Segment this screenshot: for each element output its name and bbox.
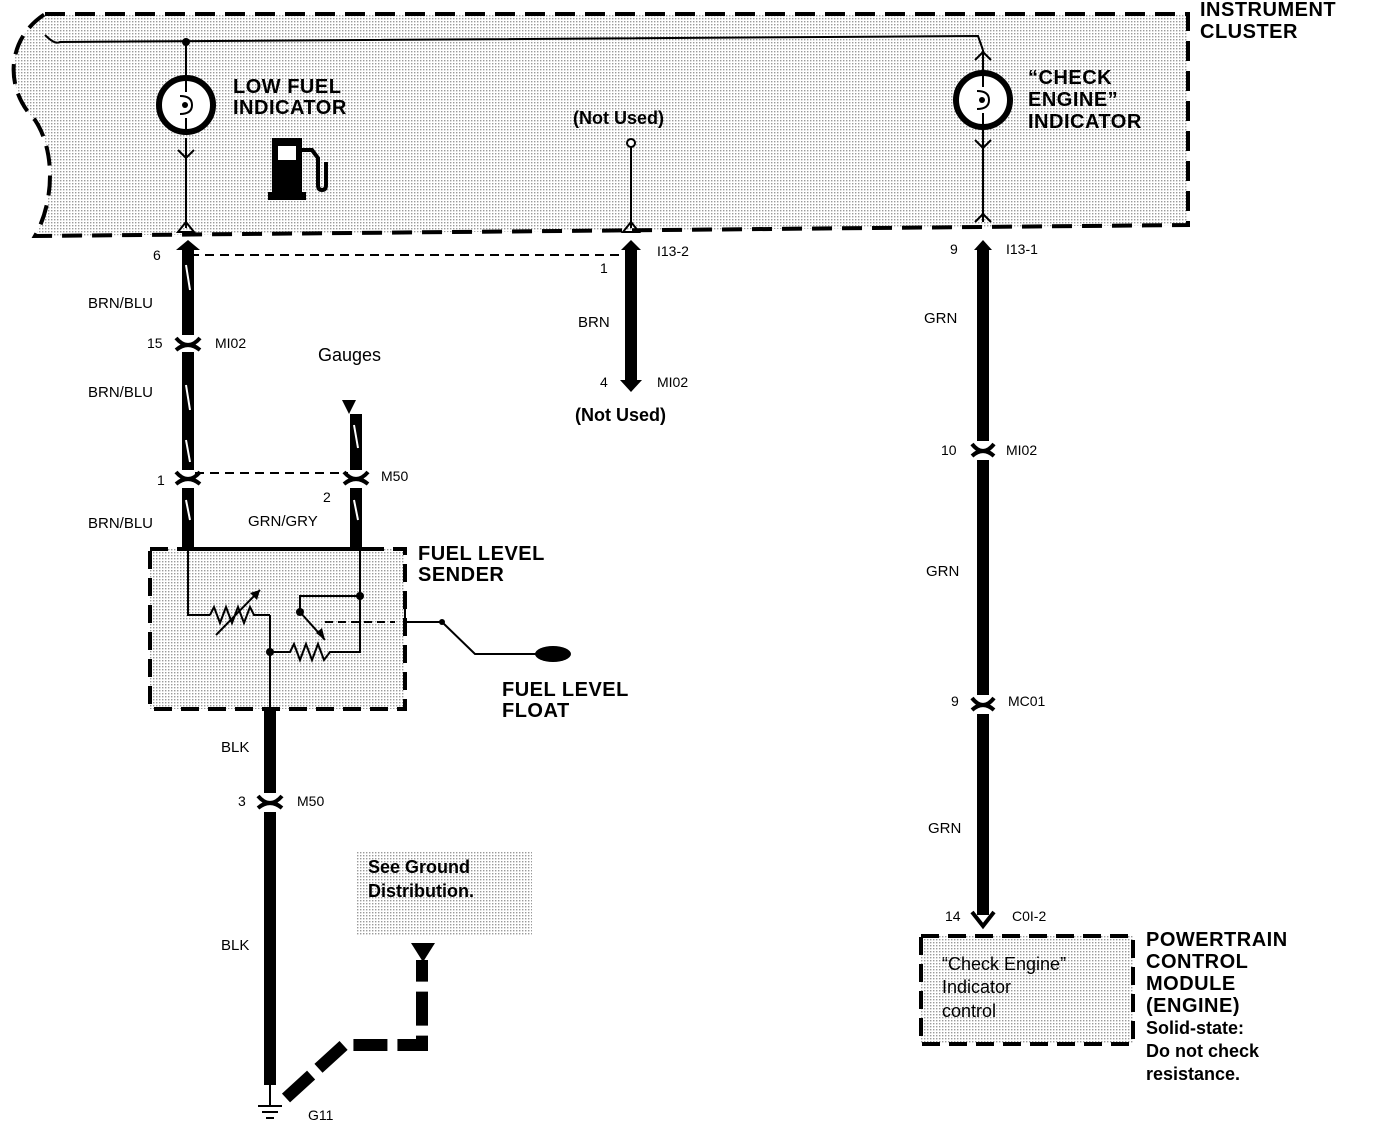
not-used-circuit	[620, 240, 642, 392]
ground-circuit: See Ground Distribution.	[256, 709, 532, 1119]
ground-symbol-icon	[258, 1085, 282, 1119]
check-engine-label-1: “CHECK	[1028, 67, 1112, 89]
connector-label: MI02	[215, 335, 246, 351]
wire-color-label: BRN/BLU	[88, 384, 153, 401]
pcm-inner-line2: Indicator	[942, 977, 1011, 997]
fuel-pump-icon	[268, 138, 328, 200]
wire-color-label: GRN	[926, 563, 959, 580]
connector-label: MC01	[1008, 693, 1046, 709]
connector-label: I13-1	[1006, 241, 1038, 257]
wire-color-label: GRN	[928, 820, 961, 837]
bulb-icon	[156, 75, 216, 135]
pin-label: 2	[323, 489, 331, 505]
pcm-title-3: MODULE	[1146, 973, 1236, 995]
check-engine-label-3: INDICATOR	[1028, 111, 1142, 133]
connector-labels: 6 1 I13-2 9 I13-1 15 MI02 4 MI02 (Not Us…	[147, 241, 1046, 1123]
pin-label: 3	[238, 793, 246, 809]
pcm-title-1: POWERTRAIN	[1146, 929, 1288, 951]
gauges-label: Gauges	[318, 345, 381, 365]
fuel-sender-title-1: FUEL LEVEL	[418, 543, 545, 565]
variable-resistor-icon	[209, 589, 270, 636]
pin-label: 15	[147, 335, 163, 351]
pcm-note-1: Solid-state:	[1146, 1018, 1244, 1038]
wire-color-label: BLK	[221, 739, 249, 756]
pin-label: 9	[950, 241, 958, 257]
connector-label: MI02	[657, 374, 688, 390]
ground-note-line1: See Ground	[368, 857, 470, 877]
instrument-cluster-outline	[11, 12, 1190, 239]
connector-label: MI02	[1006, 442, 1037, 458]
pin-label: 1	[600, 260, 608, 276]
fuel-sender-box	[148, 547, 407, 711]
fuel-level-sender: FUEL LEVEL SENDER FUEL LEVEL FLOAT	[148, 543, 629, 722]
pin-label: 9	[951, 693, 959, 709]
wire-color-label: BRN/BLU	[88, 515, 153, 532]
check-engine-circuit	[970, 240, 996, 930]
fuel-float-title-2: FLOAT	[502, 700, 570, 722]
pcm-inner-line1: “Check Engine”	[942, 954, 1066, 974]
fuel-float-title-1: FUEL LEVEL	[502, 679, 629, 701]
instrument-cluster-title-1: INSTRUMENT	[1200, 0, 1336, 21]
ground-note-box	[356, 852, 532, 936]
pcm-box	[919, 934, 1135, 1046]
pcm-title-2: CONTROL	[1146, 951, 1248, 973]
connector-label: M50	[381, 468, 408, 484]
pin-label: 4	[600, 374, 608, 390]
wire-color-label: BRN/BLU	[88, 295, 153, 312]
pin-label: 6	[153, 247, 161, 263]
pcm-inner-line3: control	[942, 1001, 996, 1021]
connector-label: C0I-2	[1012, 908, 1046, 924]
pcm-title-4: (ENGINE)	[1146, 995, 1240, 1017]
connector-label: M50	[297, 793, 324, 809]
pcm-note-2: Do not check	[1146, 1041, 1260, 1061]
wire-labels: BRN/BLU BRN/BLU BRN/BLU GRN/GRY BRN GRN …	[88, 295, 961, 954]
instrument-cluster: INSTRUMENT CLUSTER LOW FUEL INDICATOR (N…	[11, 0, 1336, 239]
wire-color-label: GRN	[924, 310, 957, 327]
wire-color-label: GRN/GRY	[248, 513, 318, 530]
pin-label: 14	[945, 908, 961, 924]
cluster-internal-bus	[44, 34, 984, 51]
ground-label: G11	[308, 1107, 334, 1123]
low-fuel-label-1: LOW FUEL	[233, 76, 341, 98]
wire-color-label: BRN	[578, 314, 610, 331]
pin-label: 1	[157, 472, 165, 488]
wire-color-label: BLK	[221, 937, 249, 954]
connector-label: I13-2	[657, 243, 689, 259]
not-used-bottom-label: (Not Used)	[575, 405, 666, 425]
powertrain-control-module: “Check Engine” Indicator control POWERTR…	[919, 929, 1288, 1084]
check-engine-label-2: ENGINE”	[1028, 89, 1118, 111]
instrument-cluster-title-2: CLUSTER	[1200, 21, 1298, 43]
fuel-circuit	[174, 240, 627, 550]
fuel-sender-title-2: SENDER	[418, 564, 504, 586]
pin-label: 10	[941, 442, 957, 458]
low-fuel-label-2: INDICATOR	[233, 97, 347, 119]
pcm-note-3: resistance.	[1146, 1064, 1240, 1084]
bulb-icon	[953, 70, 1013, 130]
ground-note-line2: Distribution.	[368, 881, 474, 901]
not-used-top-label: (Not Used)	[573, 108, 664, 128]
